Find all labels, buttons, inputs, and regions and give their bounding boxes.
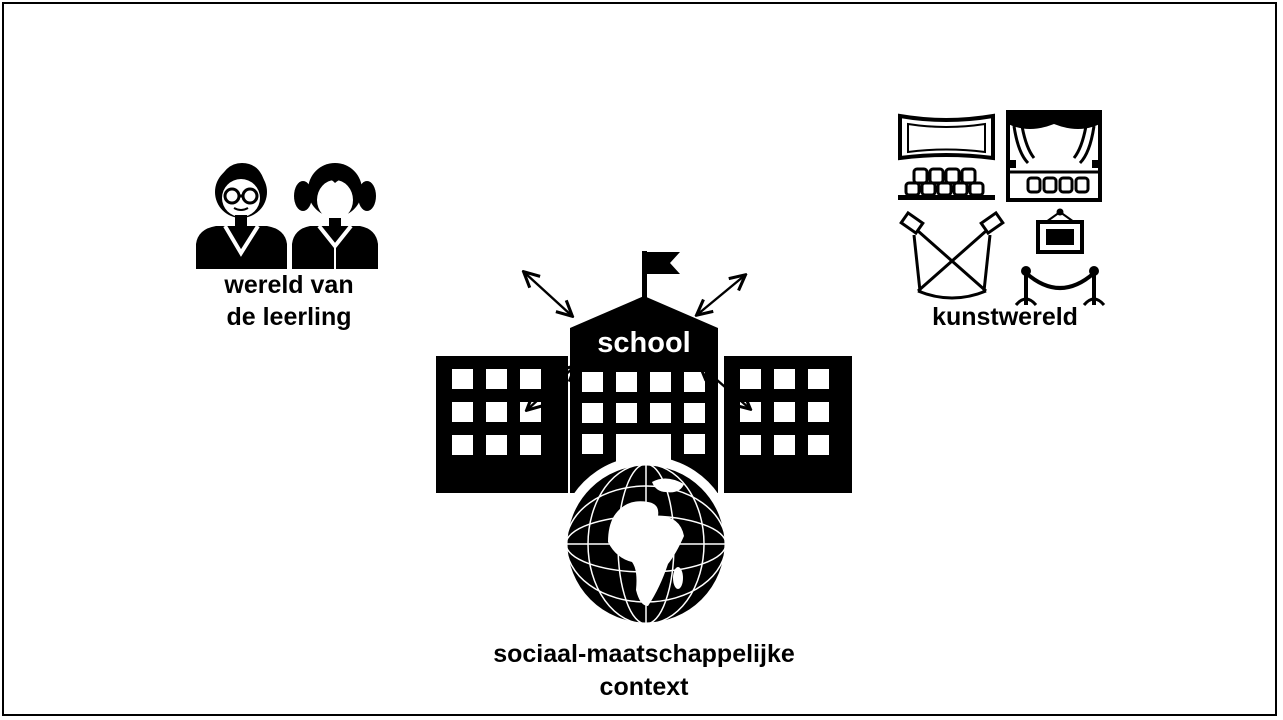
arrow-school-leerling [525, 273, 571, 315]
cinema-icon [898, 113, 995, 200]
girl-with-pigtails-icon [292, 163, 378, 269]
leerling-label-line2: de leerling [226, 303, 352, 331]
school-label: school [597, 327, 691, 359]
globe-icon [558, 456, 734, 632]
school-building-icon [436, 296, 852, 493]
spotlights-icon [899, 210, 1005, 300]
boy-with-glasses-icon [196, 163, 287, 269]
context-label-line1: sociaal-maatschappelijke [493, 640, 795, 668]
museum-exhibit-icon [1014, 208, 1106, 307]
context-label-line2: context [599, 673, 689, 701]
connector-arrows [4, 4, 1277, 716]
theater-stage-icon [1006, 110, 1102, 202]
leerling-label-line1: wereld van [224, 271, 354, 299]
arrow-school-kunstwereld [698, 276, 744, 314]
flag-icon [642, 251, 680, 299]
arrow-school-context-right [701, 366, 749, 408]
arrow-school-context-left [528, 367, 574, 409]
kunstwereld-label: kunstwereld [932, 303, 1078, 331]
